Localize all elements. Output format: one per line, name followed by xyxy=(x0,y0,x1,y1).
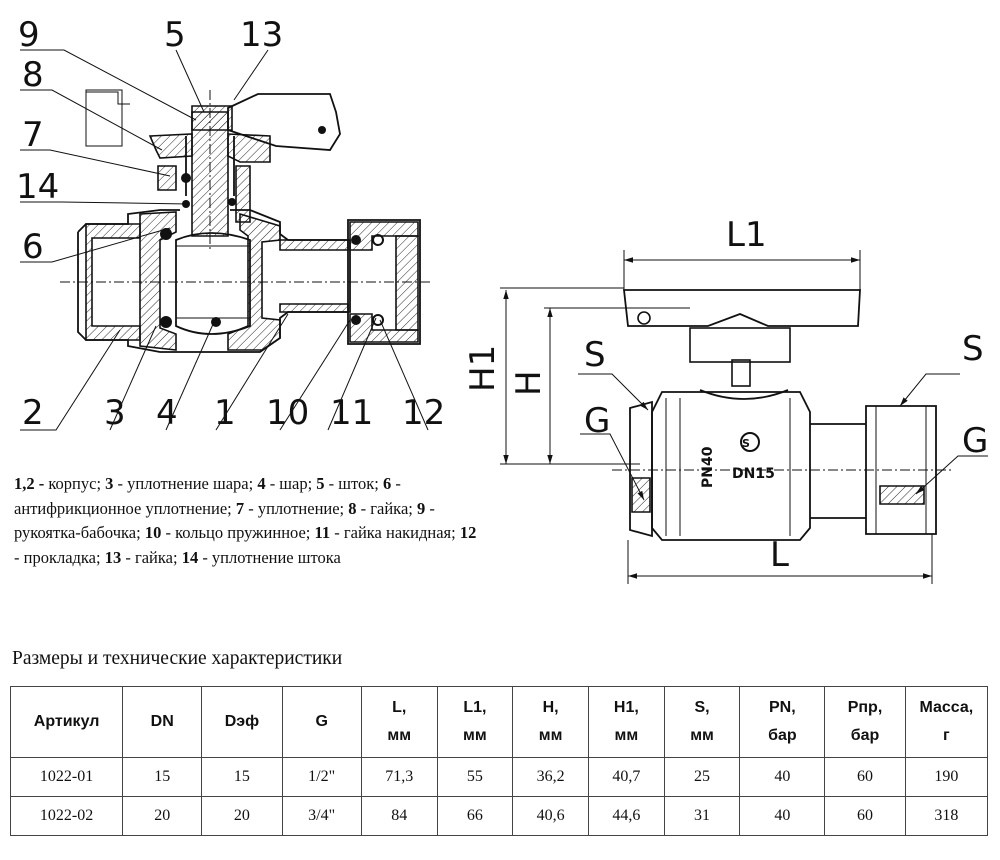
legend-part-text: - шар; xyxy=(265,474,317,493)
legend-part-number: 10 xyxy=(144,523,162,542)
exterior-view: S PN40 DN15 xyxy=(612,289,952,541)
dim-H: H xyxy=(509,370,549,396)
table-cell: 36,2 xyxy=(512,757,589,797)
legend-part-number: 6 xyxy=(382,474,392,493)
sectional-view xyxy=(60,90,432,353)
legend-part-number: 14 xyxy=(181,547,199,567)
legend-part-number: 11 xyxy=(314,523,331,542)
table-cell: 20 xyxy=(201,796,283,836)
dim-S-right: S xyxy=(962,329,984,369)
pn-mark: PN40 xyxy=(700,446,716,488)
dim-G-left: G xyxy=(584,401,610,441)
legend-part-number: 5 xyxy=(316,474,325,493)
table-cell: 40 xyxy=(739,796,826,836)
column-header: Артикул xyxy=(9,686,124,758)
column-header: G xyxy=(281,686,362,758)
legend-part-number: 9 xyxy=(416,498,426,518)
dim-S-left: S xyxy=(584,335,606,375)
column-header: L1,мм xyxy=(436,686,514,758)
dim-L1: L1 xyxy=(726,215,767,255)
column-header: DN xyxy=(122,686,203,758)
callout-11: 11 xyxy=(330,393,373,433)
table-cell: 84 xyxy=(360,796,438,836)
table-cell: 66 xyxy=(436,796,514,836)
table-cell: 60 xyxy=(824,796,906,836)
table-cell: 40,6 xyxy=(512,796,589,836)
legend-part-text: - кольцо пружинное; xyxy=(161,523,315,542)
callout-13: 13 xyxy=(240,15,283,55)
legend-part-number: 7 xyxy=(235,498,245,518)
legend-part-text: - уплотнение; xyxy=(244,498,349,518)
table-cell: 25 xyxy=(663,757,741,797)
table-cell: 55 xyxy=(436,757,514,797)
legend-part-text: - прокладка; xyxy=(14,547,105,567)
callout-5: 5 xyxy=(164,15,186,55)
section-title: Размеры и технические характеристики xyxy=(12,648,343,669)
legend-part-text: корпус; xyxy=(44,474,106,493)
column-header: Масса,г xyxy=(904,686,989,758)
legend-part-number: 1,2 - xyxy=(14,474,45,493)
table-cell: 1022-01 xyxy=(9,757,124,797)
svg-text:S: S xyxy=(742,437,750,450)
table-cell: 71,3 xyxy=(360,757,438,797)
dimension-lines xyxy=(500,250,988,584)
legend-part-text: - гайка; xyxy=(121,547,182,567)
table-cell: 318 xyxy=(904,796,989,836)
dim-L: L xyxy=(770,535,789,575)
callout-7: 7 xyxy=(22,115,44,155)
table-cell: 1/2" xyxy=(281,757,362,797)
column-header: Pпр,бар xyxy=(824,686,906,758)
legend-part-text: - гайка; xyxy=(356,498,417,518)
callout-6: 6 xyxy=(22,227,44,267)
callout-1: 1 xyxy=(214,393,236,433)
legend-part-text: - гайка накидная; xyxy=(330,523,460,542)
callout-2: 2 xyxy=(22,393,44,433)
callout-leaders xyxy=(20,49,429,431)
legend-part-number: 3 xyxy=(105,474,114,493)
table-cell: 15 xyxy=(122,757,203,797)
table-cell: 190 xyxy=(904,757,989,797)
table-cell: 44,6 xyxy=(587,796,665,836)
callout-10: 10 xyxy=(266,393,309,433)
dn-mark: DN15 xyxy=(732,466,775,482)
callout-12: 12 xyxy=(402,393,445,433)
legend-part-text: - рукоятка-бабочка; xyxy=(14,498,435,543)
legend-part-text: - шток; xyxy=(324,474,383,493)
legend-part-text: - уплотнение штока xyxy=(198,547,341,567)
callout-8: 8 xyxy=(22,55,44,95)
table-cell: 3/4" xyxy=(281,796,362,836)
technical-drawing: 9 5 13 8 7 14 6 2 3 4 1 10 11 12 S PN40 xyxy=(16,15,988,584)
column-header: PN,бар xyxy=(739,686,826,758)
parts-legend: 1,2 - корпус; 3 - уплотнение шара; 4 - ш… xyxy=(14,472,484,570)
column-header: L,мм xyxy=(360,686,438,758)
legend-part-number: 4 xyxy=(257,474,266,493)
table-cell: 1022-02 xyxy=(9,796,124,836)
table-cell: 20 xyxy=(122,796,203,836)
table-cell: 40,7 xyxy=(587,757,665,797)
legend-part-number: 12 xyxy=(459,523,477,542)
table-cell: 31 xyxy=(663,796,741,836)
column-header: H,мм xyxy=(512,686,589,758)
legend-part-text: - уплотнение шара; xyxy=(113,474,258,493)
dim-H1: H1 xyxy=(463,345,503,392)
callout-9: 9 xyxy=(18,15,40,55)
table-cell: 60 xyxy=(824,757,906,797)
column-header: H1,мм xyxy=(587,686,665,758)
column-header: Dэф xyxy=(201,686,283,758)
legend-part-text: - антифрикционное уплотнение; xyxy=(14,474,401,518)
callout-14: 14 xyxy=(16,167,59,207)
legend-part-number: 13 xyxy=(104,547,122,567)
column-header: S,мм xyxy=(663,686,741,758)
legend-part-number: 8 xyxy=(348,498,357,518)
callout-3: 3 xyxy=(104,393,126,433)
dim-G-right: G xyxy=(962,421,988,461)
table-cell: 40 xyxy=(739,757,826,797)
table-cell: 15 xyxy=(201,757,283,797)
callout-4: 4 xyxy=(156,393,178,433)
